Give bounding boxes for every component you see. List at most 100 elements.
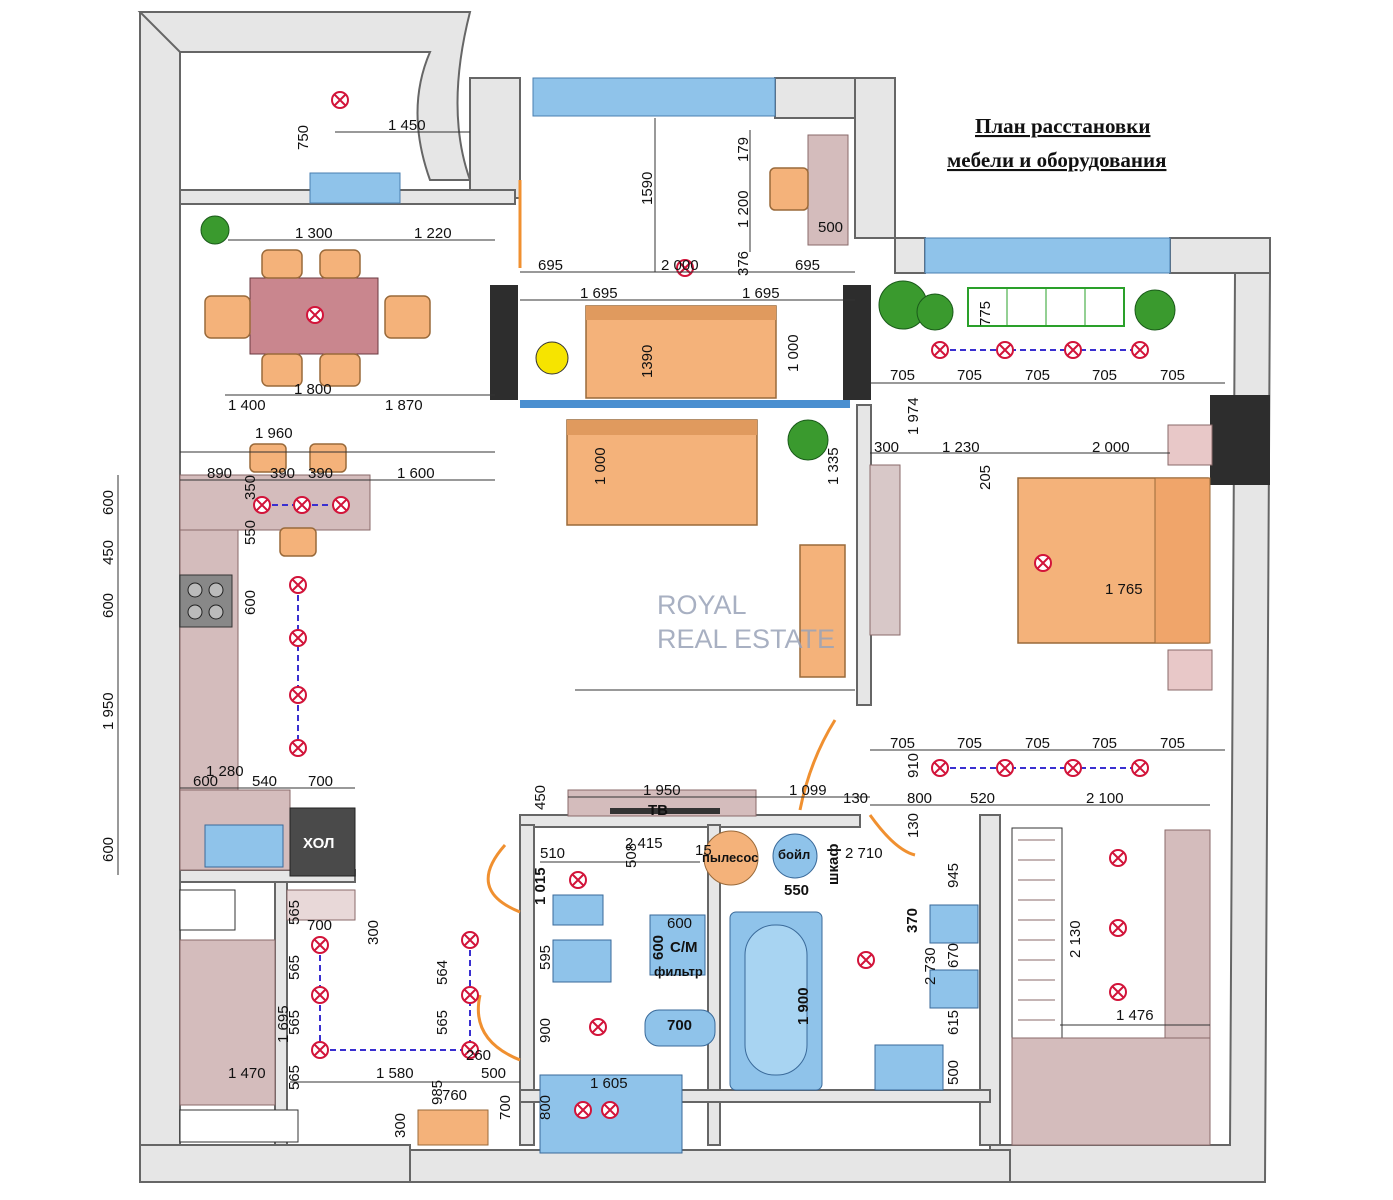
- dim-label: 15: [695, 842, 712, 859]
- dim-label: 550: [784, 882, 809, 899]
- dim-label: 700: [307, 917, 332, 934]
- dim-label: 945: [945, 863, 962, 888]
- dim-label: 550: [242, 520, 259, 545]
- dim-label: 520: [970, 790, 995, 807]
- dim-label: 1 300: [295, 225, 333, 242]
- ceiling-light-icon: [293, 496, 311, 514]
- dim-label: 600: [100, 593, 117, 618]
- ceiling-light-icon: [1064, 341, 1082, 359]
- dim-label: 2 100: [1086, 790, 1124, 807]
- ceiling-light-icon: [589, 1018, 607, 1036]
- dim-label: 510: [540, 845, 565, 862]
- dim-label: 695: [538, 257, 563, 274]
- dim-label: 1590: [639, 172, 656, 205]
- dim-label: 565: [286, 1010, 303, 1035]
- boiler-label: бойл: [778, 847, 810, 862]
- ceiling-light-icon: [289, 739, 307, 757]
- dim-label: 1 605: [590, 1075, 628, 1092]
- dim-label: 1 470: [228, 1065, 266, 1082]
- watermark: ROYAL REAL ESTATE: [657, 590, 835, 654]
- ceiling-light-icon: [931, 341, 949, 359]
- dim-label: 800: [537, 1095, 554, 1120]
- dim-label: 1390: [639, 345, 656, 378]
- watermark-line2: REAL ESTATE: [657, 624, 835, 654]
- furniture: [179, 134, 1213, 1154]
- walls: [137, 11, 1272, 1183]
- dim-label: 910: [905, 753, 922, 778]
- dim-label: 985: [429, 1080, 446, 1105]
- dim-label: 376: [735, 251, 752, 276]
- dim-label: 300: [365, 920, 382, 945]
- dim-label: 1 580: [376, 1065, 414, 1082]
- dim-label: 705: [1025, 367, 1050, 384]
- dim-label: 1 960: [255, 425, 293, 442]
- title-block: План расстановки мебели и оборудования: [947, 114, 1166, 172]
- ceiling-light-icon: [311, 936, 329, 954]
- dim-label: 2 730: [922, 947, 939, 985]
- dim-label: 1 950: [100, 692, 117, 730]
- ceiling-lights: [253, 91, 1149, 1119]
- ceiling-light-icon: [1034, 554, 1052, 572]
- ceiling-light-icon: [996, 759, 1014, 777]
- dim-label: 695: [795, 257, 820, 274]
- dim-label: 1 220: [414, 225, 452, 242]
- dim-label: 1 000: [785, 334, 802, 372]
- ceiling-light-icon: [931, 759, 949, 777]
- dim-label: 1 335: [825, 447, 842, 485]
- dim-label: 600: [667, 915, 692, 932]
- dim-label: 600: [242, 590, 259, 615]
- dimension-lines: [117, 118, 1225, 1083]
- dim-label: 564: [434, 960, 451, 985]
- dim-label: 1 900: [795, 987, 812, 1025]
- dim-label: 508: [623, 843, 640, 868]
- ceiling-light-icon: [311, 1041, 329, 1059]
- dim-label: 1 765: [1105, 581, 1143, 598]
- dim-label: 390: [308, 465, 333, 482]
- dim-label: 705: [957, 735, 982, 752]
- dim-label: 760: [442, 1087, 467, 1104]
- dim-label: 705: [1092, 735, 1117, 752]
- dim-label: 705: [1025, 735, 1050, 752]
- ceiling-light-icon: [461, 986, 479, 1004]
- dim-label: 2 000: [1092, 439, 1130, 456]
- dim-label: 350: [242, 475, 259, 500]
- dim-label: 2 710: [845, 845, 883, 862]
- dim-label: 450: [100, 540, 117, 565]
- watermark-line1: ROYAL: [657, 590, 747, 620]
- dim-label: 705: [890, 735, 915, 752]
- ceiling-light-icon: [311, 986, 329, 1004]
- dim-label: 1 200: [735, 190, 752, 228]
- ceiling-light-icon: [1064, 759, 1082, 777]
- ceiling-light-icon: [289, 629, 307, 647]
- plan-title-line2: мебели и оборудования: [947, 148, 1166, 172]
- ceiling-light-icon: [574, 1101, 592, 1119]
- dim-label: 2 000: [661, 257, 699, 274]
- dim-label: 1 695: [275, 1005, 292, 1043]
- dim-label: 1 450: [388, 117, 426, 134]
- dim-label: 1 950: [643, 782, 681, 799]
- dim-label: 130: [843, 790, 868, 807]
- dim-label: 1 015: [532, 867, 549, 905]
- ceiling-light-icon: [1109, 983, 1127, 1001]
- dim-label: 750: [295, 125, 312, 150]
- dim-label: 1 695: [742, 285, 780, 302]
- dimension-labels: 750 1 450 1590 179 1 200 376 500 1 300 1…: [100, 117, 1185, 1138]
- ceiling-light-icon: [253, 496, 271, 514]
- tv-label: ТВ: [648, 802, 668, 819]
- dim-label: 1 280: [206, 763, 244, 780]
- dim-label: 2 130: [1067, 920, 1084, 958]
- ceiling-light-icon: [306, 306, 324, 324]
- dim-label: 370: [904, 908, 921, 933]
- dim-label: 1 476: [1116, 1007, 1154, 1024]
- dim-label: 179: [735, 137, 752, 162]
- dim-label: 1 974: [905, 397, 922, 435]
- ceiling-light-icon: [601, 1101, 619, 1119]
- dim-label: 600: [193, 773, 218, 790]
- ceiling-light-icon: [996, 341, 1014, 359]
- dim-label: 130: [905, 813, 922, 838]
- dim-label: 500: [818, 219, 843, 236]
- dim-label: 540: [252, 773, 277, 790]
- dim-label: 500: [481, 1065, 506, 1082]
- dim-label: 1 099: [789, 782, 827, 799]
